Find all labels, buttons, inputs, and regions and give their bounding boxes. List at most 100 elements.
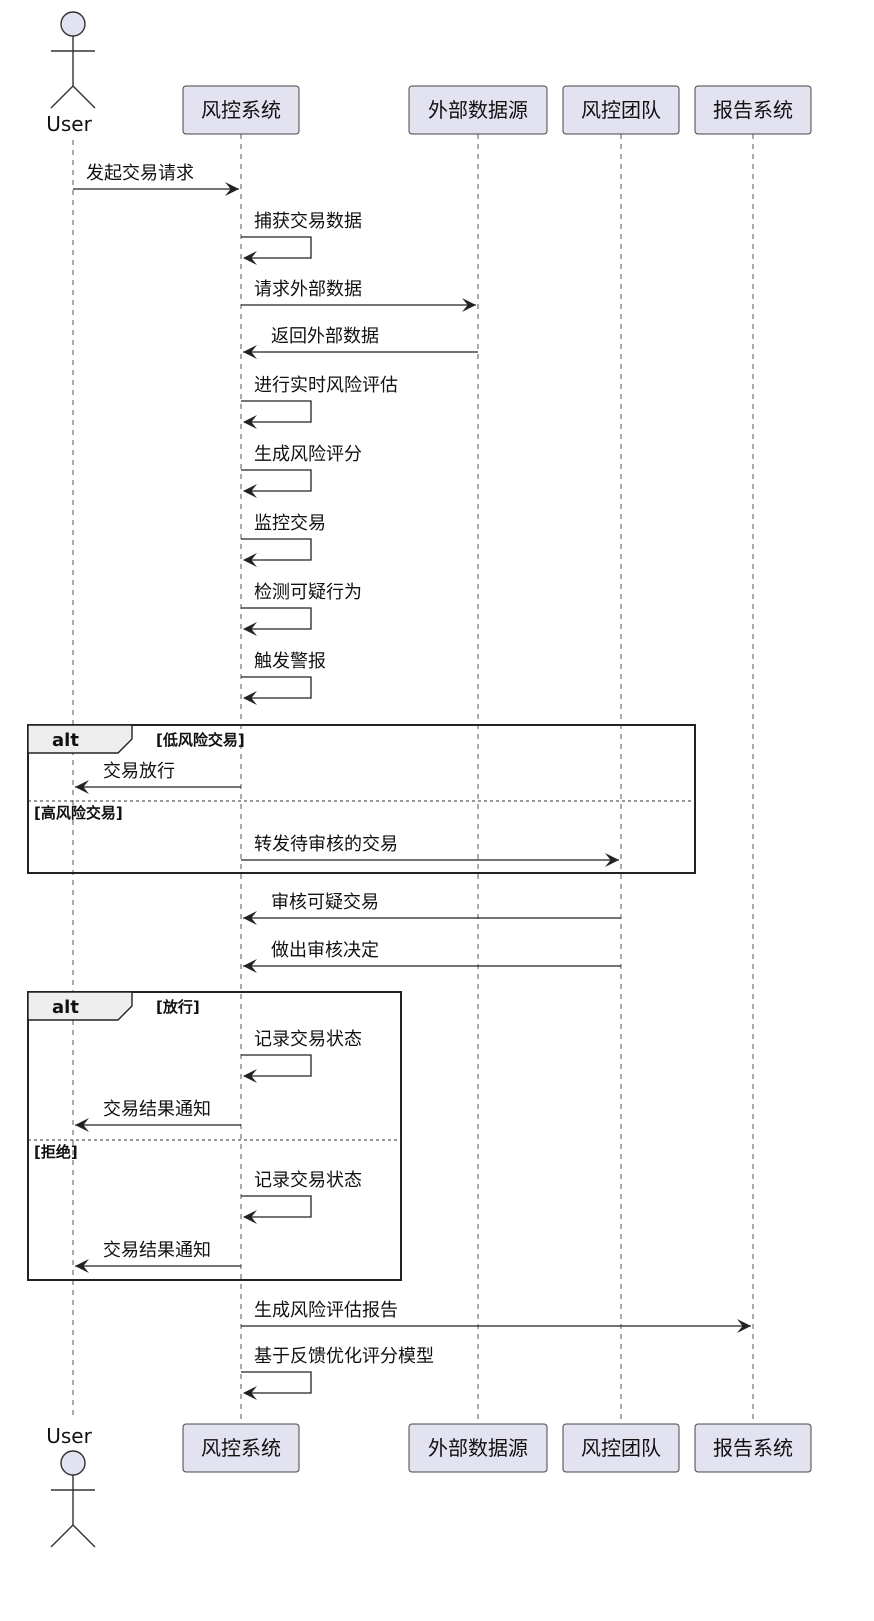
message-line [241, 676, 312, 699]
message-11[interactable]: 转发待审核的交易 [241, 834, 619, 867]
message-line [241, 607, 312, 630]
message-9[interactable]: 触发警报 [241, 651, 326, 705]
participant-label: 外部数据源 [428, 1436, 528, 1460]
message-line [241, 1054, 312, 1077]
message-label: 做出审核决定 [271, 940, 379, 961]
participant-label: 报告系统 [713, 98, 793, 122]
message-line [241, 400, 312, 423]
message-label: 监控交易 [254, 513, 326, 534]
message-line [241, 236, 312, 259]
actor-user-top[interactable]: User [46, 11, 96, 136]
participant-risk-bottom[interactable]: 风控系统 [182, 1423, 300, 1473]
arrowhead-icon [225, 182, 239, 196]
message-label: 审核可疑交易 [271, 892, 379, 913]
message-label: 发起交易请求 [86, 163, 194, 184]
message-label: 交易放行 [103, 761, 175, 782]
arrowhead-icon [75, 1259, 89, 1273]
message-4[interactable]: 返回外部数据 [243, 326, 478, 359]
participant-box [694, 85, 812, 135]
participant-box [182, 85, 300, 135]
message-line [241, 469, 312, 492]
participant-label: 风控团队 [581, 1436, 661, 1460]
actor-user-bottom[interactable]: User [46, 1424, 96, 1548]
fragment-operator: alt [52, 997, 79, 1018]
participant-box [694, 1423, 812, 1473]
participant-report-top[interactable]: 报告系统 [694, 85, 812, 135]
arrowhead-icon [605, 853, 619, 867]
actor-label: User [46, 1424, 92, 1448]
arrowhead-icon [243, 622, 257, 636]
participant-box [408, 1423, 548, 1473]
message-label: 记录交易状态 [254, 1029, 362, 1050]
message-16[interactable]: 记录交易状态 [241, 1170, 362, 1224]
message-1[interactable]: 发起交易请求 [73, 163, 239, 196]
message-12[interactable]: 审核可疑交易 [243, 892, 621, 925]
arrowhead-icon [243, 1210, 257, 1224]
message-label: 检测可疑行为 [254, 582, 362, 603]
message-17[interactable]: 交易结果通知 [75, 1240, 241, 1273]
arrowhead-icon [243, 1386, 257, 1400]
actor-label: User [46, 112, 92, 136]
message-label: 触发警报 [254, 651, 326, 672]
message-label: 交易结果通知 [103, 1099, 211, 1120]
participant-box [562, 85, 680, 135]
participant-box [562, 1423, 680, 1473]
participant-team-top[interactable]: 风控团队 [562, 85, 680, 135]
message-14[interactable]: 记录交易状态 [241, 1029, 362, 1083]
actor-head-icon [60, 11, 86, 37]
fragment-guard: [拒绝] [34, 1143, 78, 1161]
message-label: 捕获交易数据 [254, 211, 362, 232]
arrowhead-icon [462, 298, 476, 312]
participant-label: 风控系统 [201, 1436, 281, 1460]
message-2[interactable]: 捕获交易数据 [241, 211, 362, 265]
message-label: 生成风险评分 [254, 444, 362, 465]
message-7[interactable]: 监控交易 [241, 513, 326, 567]
arrowhead-icon [75, 1118, 89, 1132]
arrowhead-icon [75, 780, 89, 794]
message-label: 生成风险评估报告 [254, 1300, 398, 1321]
message-label: 返回外部数据 [271, 326, 379, 347]
message-5[interactable]: 进行实时风险评估 [241, 375, 398, 429]
arrowhead-icon [243, 484, 257, 498]
arrowhead-icon [243, 1069, 257, 1083]
arrowhead-icon [243, 553, 257, 567]
participant-ext-top[interactable]: 外部数据源 [408, 85, 548, 135]
arrowhead-icon [243, 691, 257, 705]
message-line [241, 538, 312, 561]
message-3[interactable]: 请求外部数据 [241, 279, 476, 312]
participant-label: 外部数据源 [428, 98, 528, 122]
message-label: 请求外部数据 [254, 279, 362, 300]
message-label: 进行实时风险评估 [254, 375, 398, 396]
fragment-guard: [高风险交易] [34, 804, 123, 822]
message-8[interactable]: 检测可疑行为 [241, 582, 362, 636]
participant-team-bottom[interactable]: 风控团队 [562, 1423, 680, 1473]
fragment-tab [27, 991, 133, 1021]
message-6[interactable]: 生成风险评分 [241, 444, 362, 498]
participant-report-bottom[interactable]: 报告系统 [694, 1423, 812, 1473]
arrowhead-icon [243, 959, 257, 973]
message-18[interactable]: 生成风险评估报告 [241, 1300, 751, 1333]
alt-fragment-2: alt[放行][拒绝] [27, 991, 402, 1281]
message-13[interactable]: 做出审核决定 [243, 940, 621, 973]
message-label: 转发待审核的交易 [254, 834, 398, 855]
alt-fragment-1: alt [低风险交易] [高风险交易] [27, 724, 696, 874]
message-15[interactable]: 交易结果通知 [75, 1099, 241, 1132]
message-line [241, 1195, 312, 1218]
fragment-operator: alt [52, 730, 79, 751]
message-10[interactable]: 交易放行 [75, 761, 241, 794]
arrowhead-icon [243, 415, 257, 429]
arrowhead-icon [243, 251, 257, 265]
message-label: 基于反馈优化评分模型 [254, 1346, 434, 1367]
participant-risk-top[interactable]: 风控系统 [182, 85, 300, 135]
participant-box [408, 85, 548, 135]
participant-label: 风控系统 [201, 98, 281, 122]
participant-ext-bottom[interactable]: 外部数据源 [408, 1423, 548, 1473]
message-label: 交易结果通知 [103, 1240, 211, 1261]
message-line [241, 1371, 312, 1394]
fragment-guard: [低风险交易] [156, 731, 245, 749]
message-19[interactable]: 基于反馈优化评分模型 [241, 1346, 434, 1400]
arrowhead-icon [737, 1319, 751, 1333]
fragment-tab [27, 724, 133, 754]
arrowhead-icon [243, 345, 257, 359]
